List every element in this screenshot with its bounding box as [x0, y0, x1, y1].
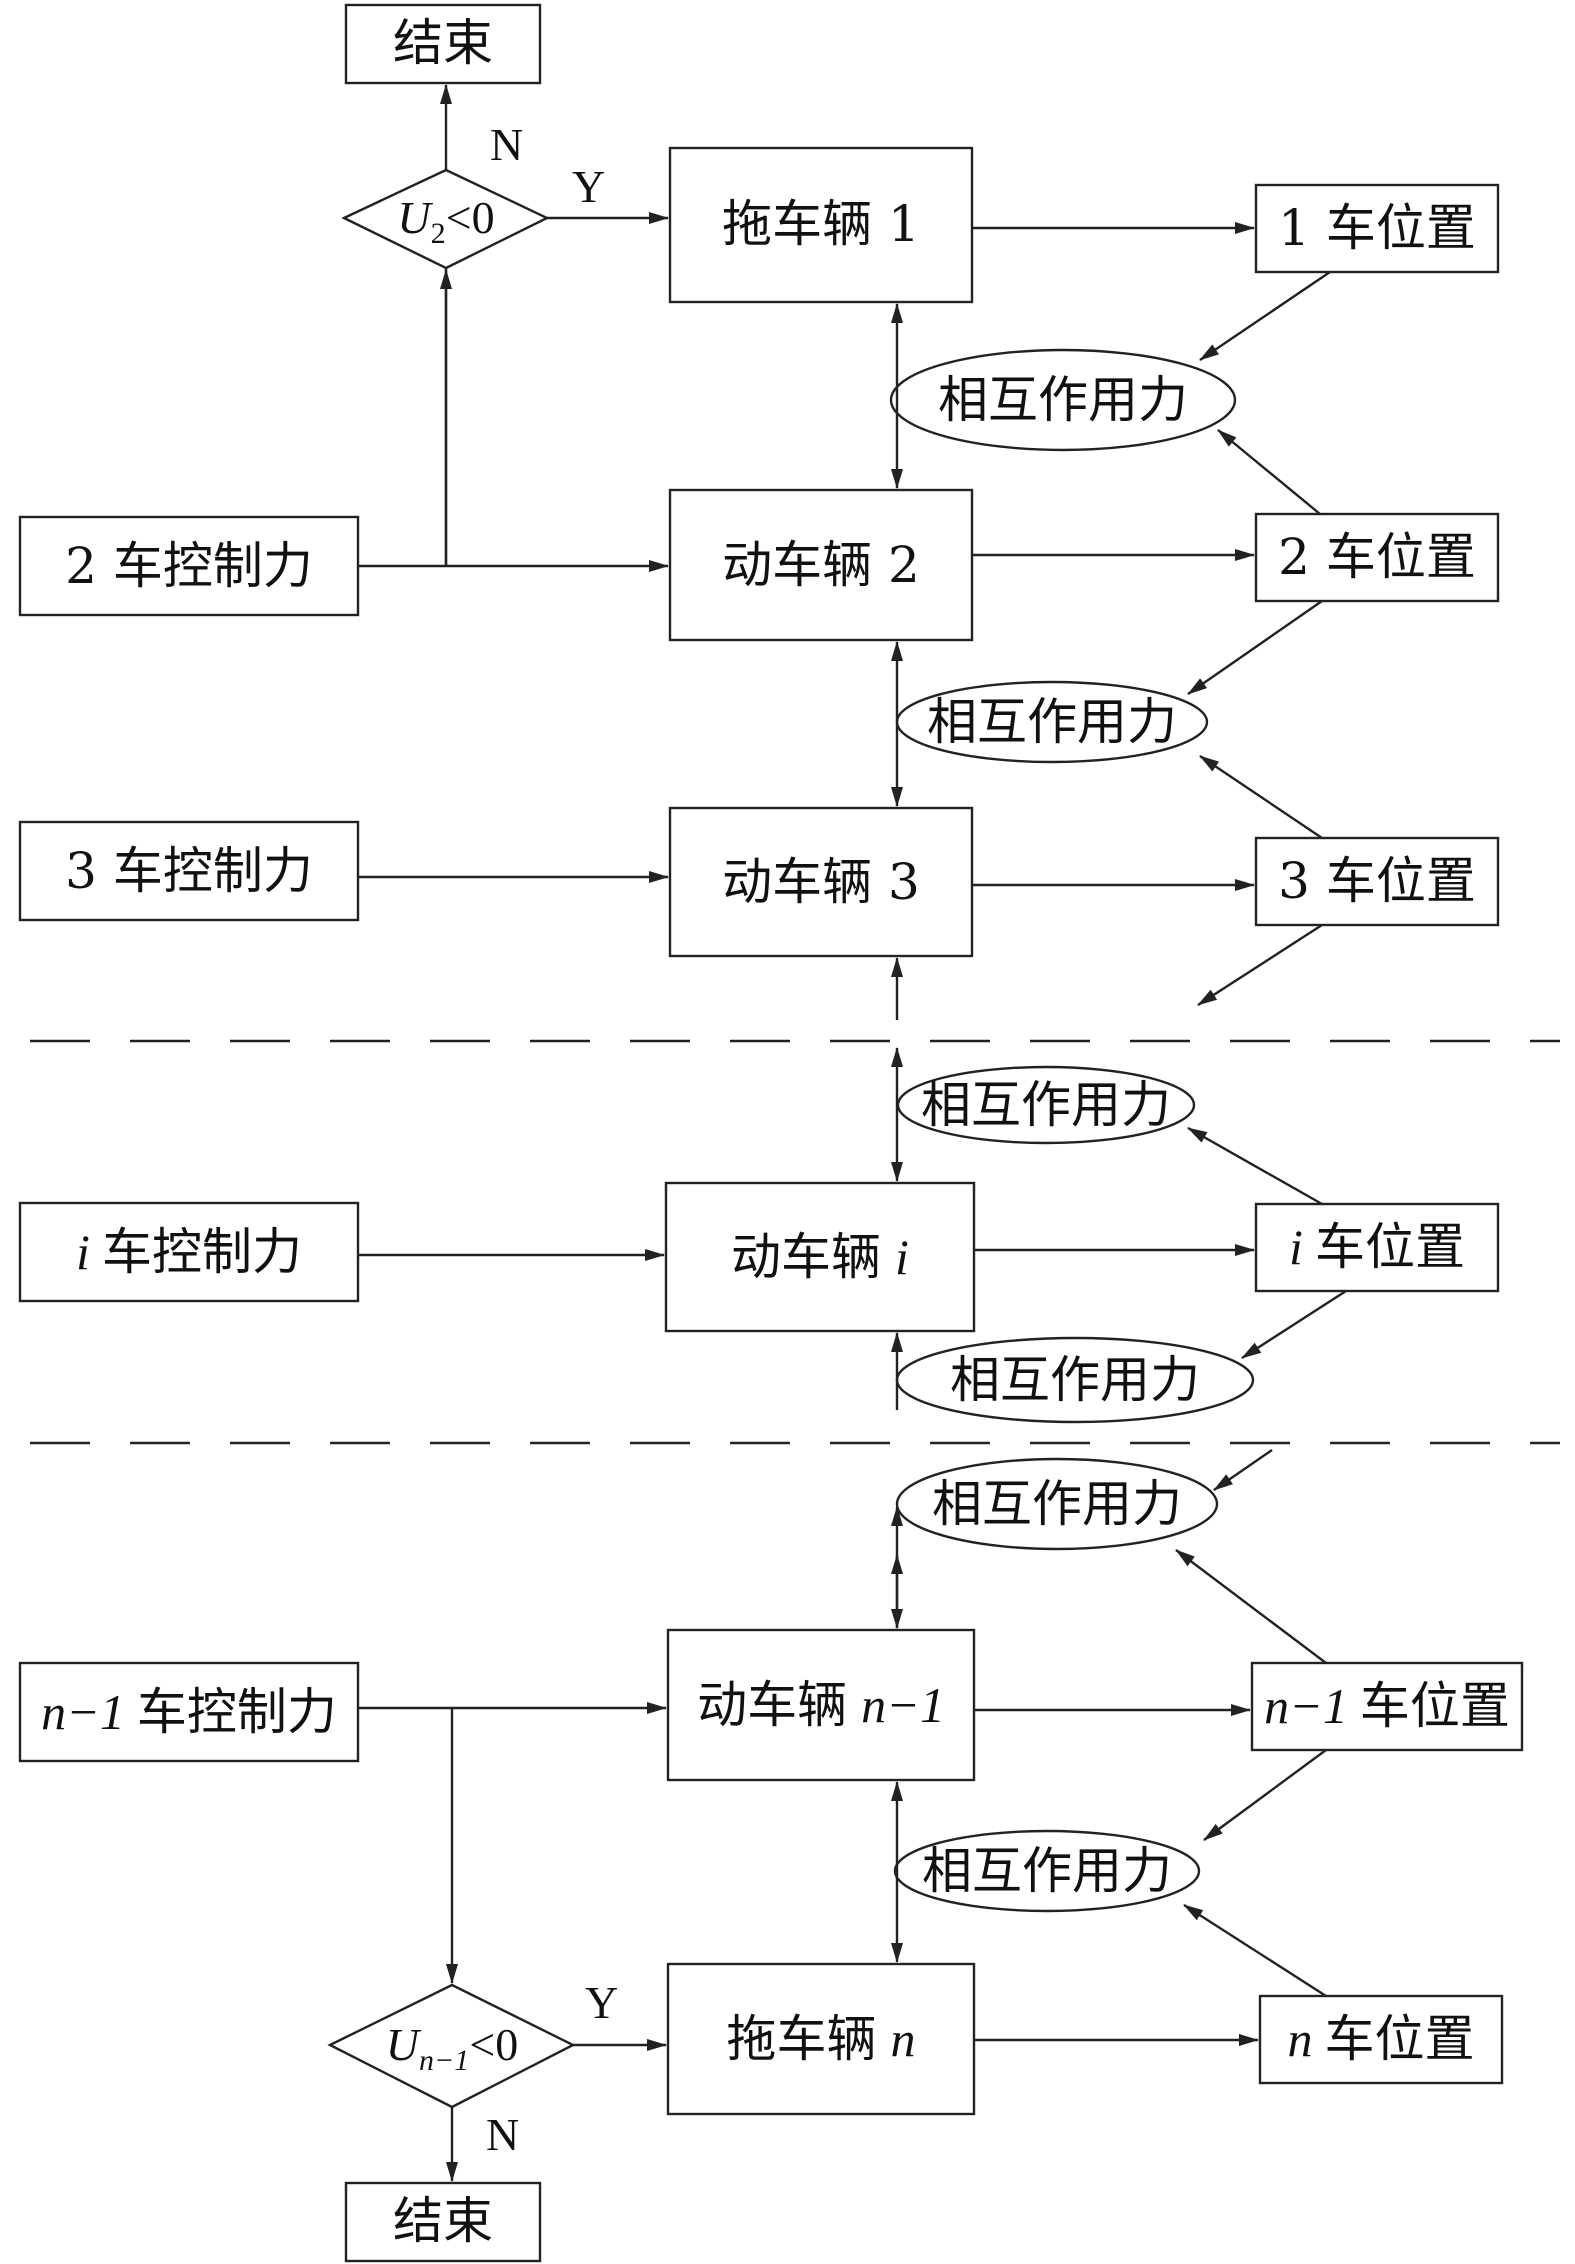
- position-1-label: 1 车位置: [1278, 199, 1476, 257]
- arrow-pos1-to-interaction1: [1199, 271, 1331, 361]
- arrow-pos2-to-interaction2: [1187, 600, 1323, 695]
- motor-vehicle-2-label: 动车辆 2: [722, 536, 920, 594]
- interaction-force-1: 相互作用力: [889, 348, 1237, 452]
- control-force-3-label: 3 车控制力: [65, 842, 313, 900]
- motor-vehicle-3-label: 动车辆 3: [722, 853, 920, 911]
- arrow-pos-n-to-interaction-n1-lower: [1183, 1903, 1327, 1998]
- interaction-force-n1-lower-label: 相互作用力: [922, 1842, 1172, 1900]
- decision-u2: U2<0: [341, 168, 550, 270]
- arrow-posi-to-interaction-i-upper: [1187, 1126, 1323, 1206]
- position-3-box: 3 车位置: [1254, 836, 1500, 927]
- interaction-force-i-upper-label: 相互作用力: [921, 1076, 1171, 1134]
- arrow-into-interaction-n1-upper: [1213, 1449, 1273, 1491]
- motor-vehicle-3-box: 动车辆 3: [668, 806, 974, 958]
- yes-label-bottom: Y: [585, 1977, 618, 2028]
- interaction-force-i-upper: 相互作用力: [896, 1065, 1196, 1145]
- interaction-force-n1-upper-label: 相互作用力: [932, 1475, 1182, 1533]
- control-force-2-box: 2 车控制力: [18, 515, 360, 617]
- position-1-box: 1 车位置: [1254, 183, 1500, 274]
- decision-un1: Un−1<0: [327, 1983, 576, 2109]
- interaction-force-2-label: 相互作用力: [927, 693, 1177, 751]
- control-force-3-box: 3 车控制力: [18, 820, 360, 922]
- arrow-pos-n1-to-interaction-n1-upper: [1175, 1549, 1327, 1664]
- interaction-force-i-lower: 相互作用力: [895, 1336, 1255, 1424]
- interaction-force-n1-lower: 相互作用力: [893, 1829, 1201, 1913]
- no-label-top: N: [490, 119, 523, 170]
- tow-vehicle-1-box: 拖车辆 1: [668, 146, 974, 304]
- interaction-force-2: 相互作用力: [895, 680, 1209, 764]
- no-label-bottom: N: [486, 2109, 519, 2160]
- interaction-force-1-label: 相互作用力: [938, 371, 1188, 429]
- end-box-top: 结束: [344, 3, 542, 85]
- end-box-bottom: 结束: [344, 2181, 542, 2263]
- arrow-posi-to-interaction-i-lower: [1241, 1289, 1347, 1360]
- decision-u2-text: U2<0: [397, 192, 494, 250]
- interaction-force-n1-upper: 相互作用力: [895, 1457, 1219, 1551]
- end-label-bottom: 结束: [393, 2192, 493, 2250]
- arrow-pos3-down: [1197, 923, 1323, 1007]
- decision-un1-text: Un−1<0: [386, 2019, 518, 2077]
- tow-vehicle-1-label: 拖车辆 1: [722, 195, 920, 253]
- position-2-label: 2 车位置: [1278, 528, 1476, 586]
- arrow-pos3-to-interaction2: [1199, 755, 1323, 839]
- arrow-pos2-to-interaction1: [1217, 429, 1321, 515]
- yes-label-top: Y: [572, 161, 605, 212]
- position-2-box: 2 车位置: [1254, 512, 1500, 603]
- control-force-2-label: 2 车控制力: [65, 537, 313, 595]
- motor-vehicle-2-box: 动车辆 2: [668, 488, 974, 642]
- arrow-pos-n1-to-interaction-n1-lower: [1203, 1749, 1327, 1841]
- position-3-label: 3 车位置: [1278, 852, 1476, 910]
- interaction-force-i-lower-label: 相互作用力: [950, 1351, 1200, 1409]
- connectors: [358, 84, 1347, 2182]
- end-label-top: 结束: [393, 14, 493, 72]
